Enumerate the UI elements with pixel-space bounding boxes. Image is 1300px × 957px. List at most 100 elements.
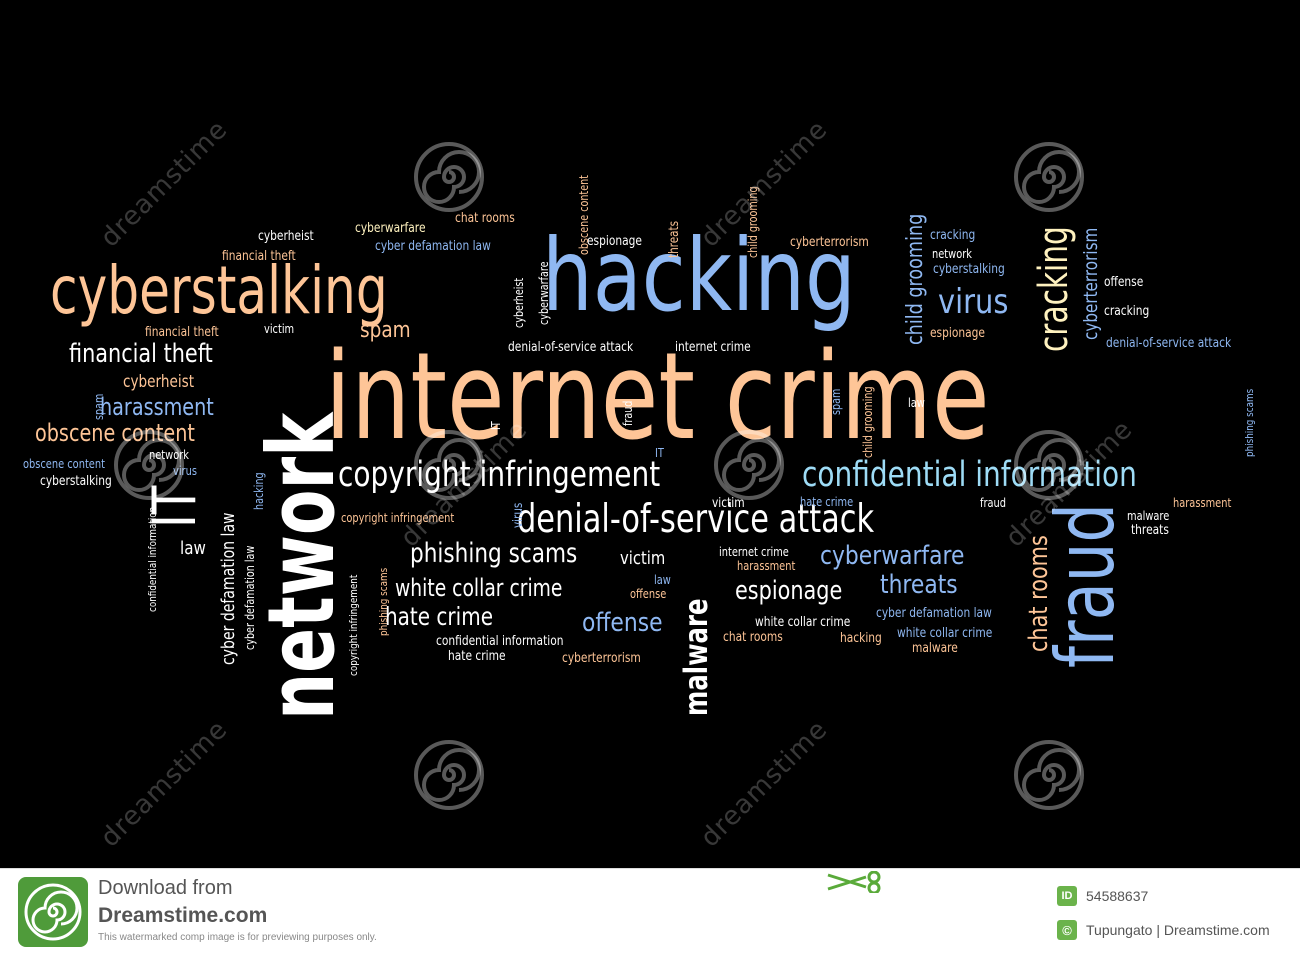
cloud-word: offense [582,608,663,638]
cloud-word: white collar crime [395,574,563,602]
watermark-spiral-icon [1014,430,1084,500]
cloud-word: victim [620,548,666,569]
cloud-word: cyberwarfare [355,221,426,236]
cloud-word: financial theft [222,249,296,264]
download-footer: Download from Dreamstime.com This waterm… [0,868,1300,957]
cloud-word: cracking [930,228,976,243]
cloud-word: cyberterrorism [790,235,869,250]
watermark-text: dreamstime [695,714,834,854]
watermark-spiral-icon [414,740,484,810]
cloud-word: spam [360,318,411,343]
cloud-word: confidential information [802,455,1137,495]
cloud-word: law [908,396,925,410]
cloud-word: white collar crime [755,615,851,630]
copyright-badge-icon: © [1057,920,1077,940]
cloud-word: hacking [840,631,882,646]
cloud-word: espionage [587,234,642,249]
watermark-spiral-icon [1014,142,1084,212]
cloud-word: copyright infringement [338,455,661,495]
watermark-spiral-icon [1014,740,1084,810]
watermark-spiral-icon [414,142,484,212]
download-line-2: Dreamstime.com [98,904,268,927]
cloud-word: cyber defamation law [375,239,491,254]
cloud-word: obscene content [577,175,591,255]
cloud-word: chat rooms [1024,535,1054,652]
cloud-word: cyber defamation law [243,545,257,650]
cloud-word: copyright infringement [347,574,360,676]
scissors-icon [827,871,881,893]
cloud-word: financial theft [145,325,219,340]
watermark-spiral-icon [714,430,784,500]
cloud-word: cyberheist [512,277,526,328]
cloud-word: malware [912,641,958,656]
cloud-word: phishing scams [377,567,390,636]
cloud-word: law [180,538,206,559]
cloud-word: law [654,573,671,587]
cloud-word: spam [92,393,106,420]
watermark-text: dreamstime [95,714,234,854]
cloud-word: network [932,247,972,261]
cloud-word: obscene content [35,419,195,447]
cloud-word: cyberstalking [40,474,112,489]
cloud-word: threats [667,221,682,258]
cloud-word: child grooming [903,213,928,345]
cloud-word: virus [938,282,1009,322]
cloud-word: cyberterrorism [562,651,641,666]
cloud-word: hacking [542,217,856,334]
cloud-word: malware [677,598,715,716]
cloud-word: harassment [1173,496,1232,510]
cloud-word: cyberwarfare [820,541,965,571]
cloud-word: fraud [980,496,1007,510]
disclaimer-text: This watermarked comp image is for previ… [98,932,377,943]
cloud-word: white collar crime [897,626,993,641]
id-badge-icon: ID [1057,886,1077,906]
watermark-spiral-icon [114,430,184,500]
cloud-word: harassment [100,393,214,421]
cloud-word: espionage [930,326,985,341]
watermark-spiral-icon [414,430,484,500]
cloud-word: denial-of-service attack [508,340,634,355]
cloud-word: spam [829,388,843,415]
cloud-word: confidential information [146,506,159,612]
cloud-word: internet crime [719,545,789,559]
cloud-word: fraud [621,400,635,426]
cloud-word: malware [1127,509,1170,523]
cloud-word: hate crime [800,495,854,509]
cloud-word: hate crime [385,602,493,631]
cloud-word: virus [511,502,526,528]
cloud-word: espionage [735,576,843,606]
cloud-word: cyberterrorism [1080,227,1102,340]
cloud-word: cyberwarfare [537,261,551,326]
cloud-word: harassment [737,559,796,573]
cloud-word: IT [655,446,664,460]
word-cloud-image: internet crime hacking cyberstalking networ… [0,0,1300,868]
cloud-word: threats [880,570,958,600]
cloud-word: victim [712,496,745,511]
cloud-word: phishing scams [410,538,578,569]
cloud-word: threats [1131,523,1169,538]
cloud-word: financial theft [69,339,213,369]
cloud-word: phishing scams [1243,388,1256,457]
cloud-word: hate crime [448,649,506,664]
watermark-text: dreamstime [95,114,234,254]
photographer-credit: Tupungato | Dreamstime.com [1086,922,1270,938]
cloud-word: chat rooms [723,630,783,645]
cloud-word: hacking [252,472,266,510]
cloud-word: cyber defamation law [218,512,239,665]
cloud-word: denial-of-service attack [1106,336,1232,351]
cloud-word: fraud [1039,502,1132,668]
cloud-word: cracking [1031,226,1077,352]
cloud-word: internet crime [325,328,990,467]
cloud-word: offense [1104,275,1144,290]
cloud-word: confidential information [436,634,564,649]
cloud-word: victim [264,322,295,336]
cloud-word: virus [173,464,197,478]
cloud-word: cyberheist [123,372,195,392]
cloud-word: network [149,448,189,462]
cloud-word: copyright infringement [341,511,455,525]
cloud-word: denial-of-service attack [517,497,875,542]
cloud-word: cracking [1104,304,1150,319]
cloud-word: network [248,412,355,720]
dreamstime-logo-icon [18,877,88,947]
cloud-word: internet crime [675,340,751,355]
